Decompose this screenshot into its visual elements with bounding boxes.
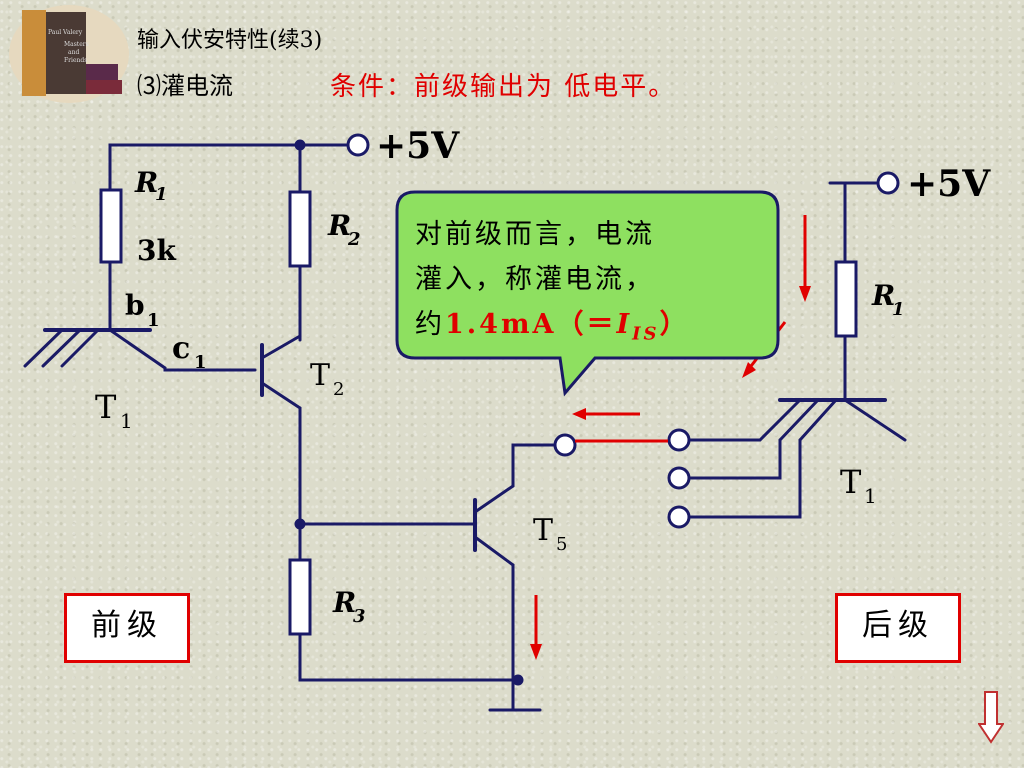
callout-line1: 对前级而言，电流 (415, 219, 655, 250)
label-vcc-left: +5V (376, 125, 460, 167)
slide-title: 输入伏安特性(续3) (137, 28, 323, 53)
label-c1-sub: 1 (194, 352, 207, 373)
down-arrow-icon[interactable] (978, 690, 1004, 744)
label-r1-left-sub: 1 (155, 184, 168, 205)
front-stage-box: 前级 (64, 593, 190, 663)
label-t1-left: T (95, 388, 117, 426)
callout-line3: 约1.4mA（＝IIS） (415, 302, 765, 356)
label-r1-value: 3k (137, 234, 176, 267)
label-t1-right: T (840, 463, 862, 501)
terminal-vcc-left (346, 133, 370, 157)
terminal-input-a (667, 428, 691, 452)
back-stage-box: 后级 (835, 593, 961, 663)
book-icon: Paul Valery Masters and Friends (9, 5, 129, 103)
label-r2: R (327, 209, 351, 242)
label-vcc-right: +5V (907, 163, 991, 205)
label-r3: R (332, 586, 356, 619)
label-t5-sub: 5 (556, 534, 567, 555)
callout-text: 对前级而言，电流 灌入，称灌电流， 约1.4mA（＝IIS） (415, 212, 765, 356)
book-cover-line3: and (68, 49, 79, 56)
terminal-vcc-right (876, 171, 900, 195)
resistor-r1-left (99, 188, 123, 264)
label-r1-left: R (134, 166, 158, 199)
label-r1-right: R (871, 279, 895, 312)
label-t2: T (310, 358, 330, 393)
label-t1-right-sub: 1 (864, 484, 877, 508)
resistor-r1-right (834, 260, 858, 338)
book-cover-line1: Paul Valery (48, 29, 83, 36)
slide-subtitle: ⑶灌电流 (137, 72, 233, 100)
current-suffix: ） (659, 309, 690, 340)
label-r2-sub: 2 (347, 229, 361, 250)
label-t1-left-sub: 1 (120, 409, 133, 433)
terminal-input-c (667, 505, 691, 529)
resistor-r3 (288, 558, 312, 636)
book-cover-line2: Masters (64, 41, 89, 48)
callout-line2: 灌入，称灌电流， (415, 264, 655, 295)
label-b1-sub: 1 (147, 310, 160, 331)
terminal-input-b (667, 466, 691, 490)
wire-top-rail (108, 143, 350, 332)
book-cover-line4: Friends (64, 57, 87, 64)
label-r3-sub: 3 (353, 606, 366, 627)
current-symbol-sub: IS (632, 323, 660, 345)
callout-bubble (395, 190, 780, 397)
terminal-t5-collector (553, 433, 577, 457)
label-b1: b (125, 289, 145, 322)
label-t5: T (533, 513, 553, 548)
callout-prefix: 约 (415, 309, 445, 340)
current-symbol: I (616, 309, 633, 340)
label-t2-sub: 2 (333, 379, 344, 400)
current-value: 1.4mA（＝ (445, 309, 617, 340)
condition-text: 条件：前级输出为 低电平。 (330, 72, 677, 102)
label-r1-right-sub: 1 (892, 299, 905, 320)
resistor-r2 (288, 190, 312, 268)
label-c1: c (172, 331, 190, 366)
